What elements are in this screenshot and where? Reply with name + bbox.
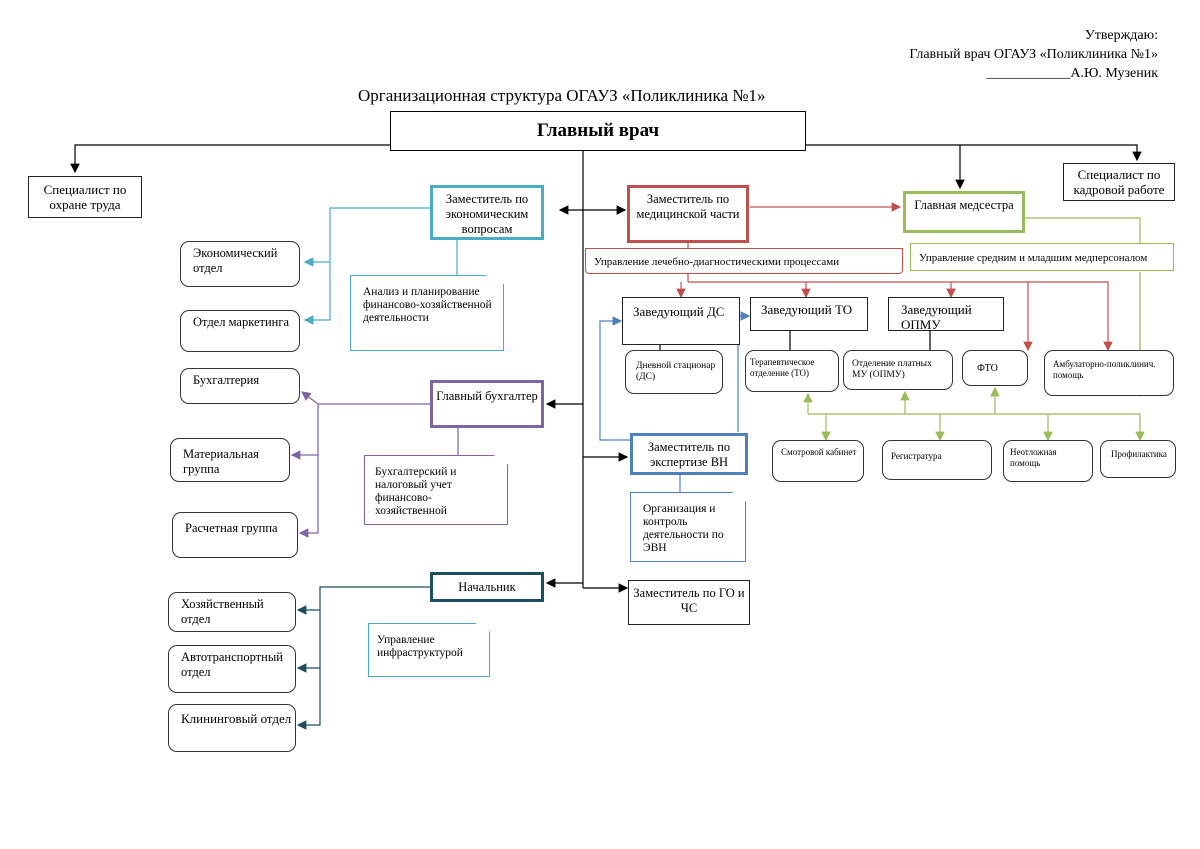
- econ-deputy-box: Заместитель по экономическим вопросам: [430, 185, 544, 240]
- econ-note: Анализ и планирование финансово-хозяйств…: [350, 275, 504, 351]
- page-title: Организационная структура ОГАУЗ «Поликли…: [358, 86, 766, 105]
- exam-room-box: Смотровой кабинет: [772, 440, 864, 482]
- civil-defense-deputy-box: Заместитель по ГО и ЧС: [628, 580, 750, 625]
- payroll-group-box: Расчетная группа: [172, 512, 298, 558]
- ds-head-box: Заведующий ДС: [622, 297, 740, 345]
- chief-accountant-box: Главный бухгалтер: [430, 380, 544, 428]
- nurse-mgmt-box: Управление средним и младшим медперсонал…: [910, 243, 1174, 271]
- to-head-box: Заведующий ТО: [750, 297, 868, 331]
- ds-unit-box: Дневной стационар (ДС): [625, 350, 723, 394]
- opmu-head-box: Заведующий ОПМУ: [888, 297, 1004, 331]
- approval-line-2: Главный врач ОГАУЗ «Поликлиника №1»: [909, 47, 1158, 62]
- accounting-dept-box: Бухгалтерия: [180, 368, 300, 404]
- med-deputy-box: Заместитель по медицинской части: [627, 185, 749, 243]
- registry-box: Регистратура: [882, 440, 992, 480]
- material-group-box: Материальная группа: [170, 438, 290, 482]
- to-unit-box: Терапевтическое отделение (ТО): [745, 350, 839, 392]
- expert-deputy-box: Заместитель по экспертизе ВН: [630, 433, 748, 475]
- expert-note: Организация и контроль деятельности по Э…: [630, 492, 746, 562]
- infra-note: Управление инфраструктурой: [368, 623, 490, 677]
- cleaning-dept-box: Клининговый отдел: [168, 704, 296, 752]
- outpatient-box: Амбулаторно-поликлинич. помощь: [1044, 350, 1174, 396]
- safety-specialist-box: Специалист по охране труда: [28, 176, 142, 218]
- fto-box: ФТО: [962, 350, 1028, 386]
- urgent-care-box: Неотложная помощь: [1003, 440, 1093, 482]
- prevention-box: Профилактика: [1100, 440, 1176, 478]
- infra-head-box: Начальник: [430, 572, 544, 602]
- acct-note: Бухгалтерский и налоговый учет финансово…: [364, 455, 508, 525]
- head-nurse-box: Главная медсестра: [903, 191, 1025, 233]
- approval-signature-line: ____________А.Ю. Музеник: [986, 66, 1158, 81]
- opmu-unit-box: Отделение платных МУ (ОПМУ): [843, 350, 953, 390]
- marketing-dept-box: Отдел маркетинга: [180, 310, 300, 352]
- hr-specialist-box: Специалист по кадровой работе: [1063, 163, 1175, 201]
- med-process-box: Управление лечебно-диагностическими проц…: [585, 248, 903, 274]
- econ-dept-box: Экономический отдел: [180, 241, 300, 287]
- approval-line-1: Утверждаю:: [1084, 28, 1158, 43]
- transport-dept-box: Автотранспортный отдел: [168, 645, 296, 693]
- chief-doctor-box: Главный врач: [390, 111, 806, 151]
- household-dept-box: Хозяйственный отдел: [168, 592, 296, 632]
